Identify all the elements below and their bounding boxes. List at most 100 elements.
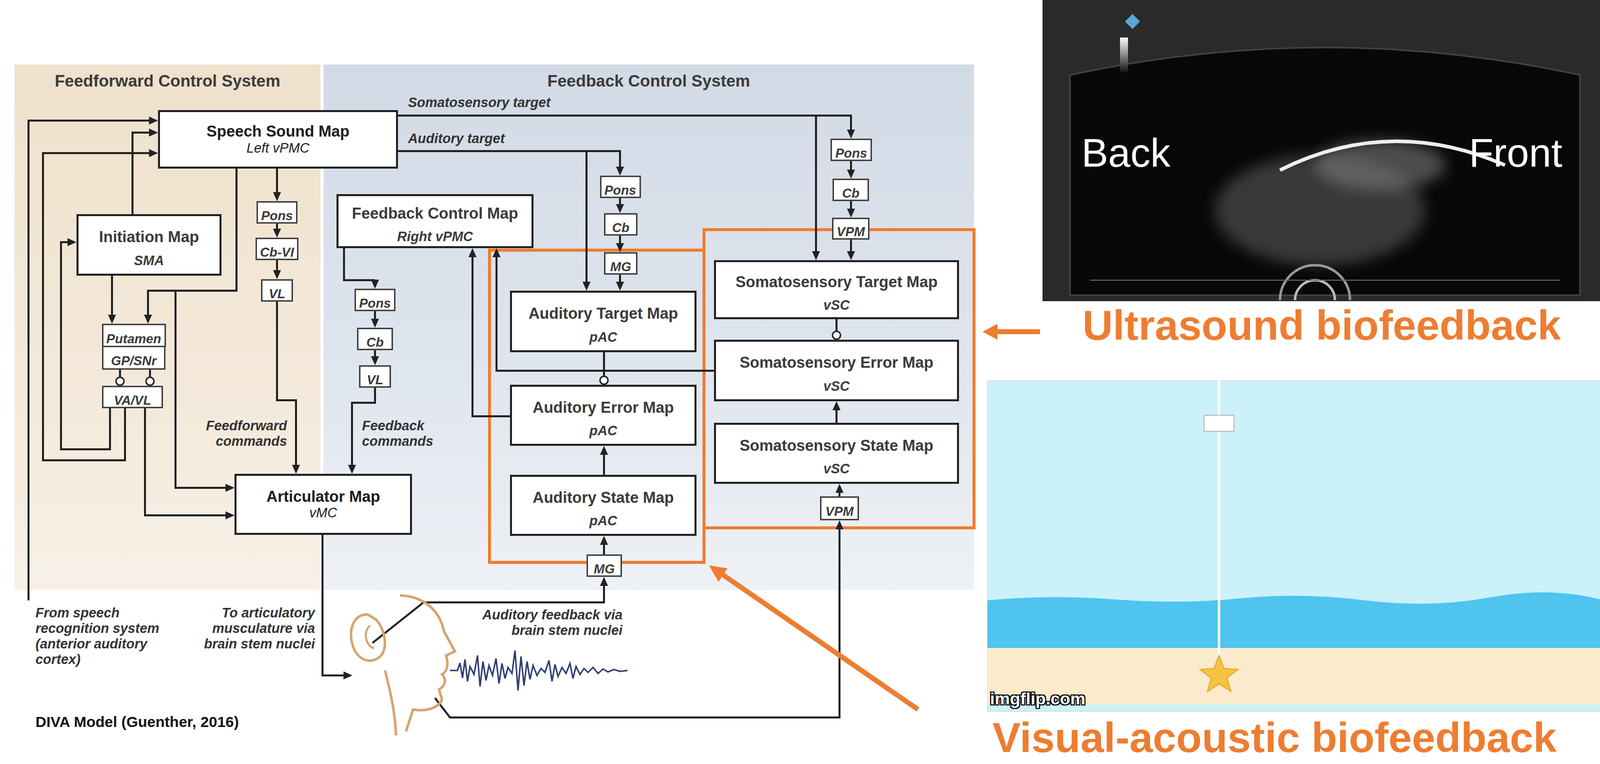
area-label: pAC [589, 513, 618, 529]
area-label: pAC [589, 329, 618, 345]
area-label: vSC [823, 378, 850, 394]
star-marker [1200, 655, 1238, 691]
connector-line [835, 410, 838, 423]
inhibitory-head [116, 377, 124, 385]
map-name: Pons [261, 208, 293, 224]
map-name: VPM [825, 504, 854, 519]
ultrasound-frame [1042, 0, 1600, 301]
feedback-note: Auditory feedback via brain stem nuclei [470, 607, 623, 638]
connector-line [374, 311, 376, 319]
area-label: vSC [823, 461, 850, 477]
connector-line [276, 223, 278, 229]
scale-line [1090, 279, 1560, 281]
area-label: Left vPMC [246, 140, 310, 156]
area-label: vMC [309, 505, 338, 521]
map-box: Auditory Error Map pAC [510, 384, 697, 446]
connector-line [603, 352, 605, 376]
map-name: VL [268, 286, 285, 302]
head-profile [400, 595, 455, 731]
nucleus-box: VL [261, 279, 293, 302]
map-name: Speech Sound Map [206, 122, 350, 141]
map-box: Auditory State Map pAC [510, 474, 697, 536]
neck-line [385, 670, 396, 735]
map-name: Auditory Target Map [528, 304, 678, 323]
edge-label: Feedforward commands [152, 418, 287, 449]
speech-waveform [450, 650, 628, 690]
game-water [987, 592, 1600, 648]
callout-arrow [997, 329, 1040, 334]
callout-arrow [723, 574, 918, 709]
output-note: To articulatory musculature via brain st… [199, 605, 315, 652]
map-box: Initiation MapSMA [76, 214, 222, 276]
ultrasound-fan [1070, 47, 1580, 295]
map-name: Pons [835, 146, 868, 161]
map-name: Cb-VI [260, 245, 294, 260]
connector-line [119, 369, 121, 377]
arrow-head [343, 671, 353, 679]
band-heading: Feedforward Control System [54, 71, 280, 91]
map-name: VL [366, 372, 383, 388]
map-name: Articulator Map [266, 487, 380, 506]
area-label: pAC [589, 423, 618, 439]
gray-scale-bar [1120, 37, 1128, 73]
connector-line [619, 235, 621, 243]
edge-label: Feedback commands [362, 418, 467, 449]
map-box: Articulator MapvMC [234, 473, 412, 535]
somatosensory-group-outline [704, 229, 974, 528]
nucleus-box: VPM [832, 217, 870, 240]
band-heading: Feedback Control System [547, 71, 750, 91]
connector-line [619, 198, 621, 204]
nucleus-box: Putamen [102, 323, 166, 347]
map-name: Initiation Map [99, 228, 199, 246]
nucleus-box: Cb [357, 327, 393, 350]
area-label: vSC [823, 297, 850, 313]
nucleus-box: Cb [604, 213, 638, 236]
nucleus-box: VPM [820, 496, 859, 520]
map-box: Feedback Control MapRight vPMC [336, 194, 534, 248]
map-name: Somatosensory State Map [739, 436, 934, 455]
inhibitory-head [146, 377, 154, 385]
connector-line [603, 454, 605, 475]
game-sky [987, 380, 1600, 711]
map-name: Auditory State Map [532, 488, 674, 507]
nucleus-box: Pons [354, 288, 396, 311]
nucleus-box: MG [604, 252, 638, 275]
nucleus-box: Pons [830, 138, 872, 161]
map-name: Pons [359, 296, 391, 311]
map-name: Cb [366, 335, 384, 350]
nucleus-box: Cb [832, 178, 869, 201]
map-name: Putamen [106, 331, 162, 347]
nucleus-box: MG [586, 554, 622, 577]
arrow-head [982, 323, 998, 340]
map-name: MG [594, 561, 615, 577]
map-name: MG [610, 259, 632, 275]
area-label: SMA [134, 253, 164, 269]
map-name: Somatosensory Target Map [735, 273, 938, 291]
probe-ring [1295, 280, 1335, 300]
map-name: Somatosensory Error Map [739, 353, 934, 372]
map-name: Cb [842, 186, 860, 201]
map-name: GP/SNr [111, 353, 157, 369]
source-note: From speech recognition system (anterior… [35, 605, 186, 667]
connector-line [276, 168, 278, 192]
connector-line [111, 275, 113, 315]
map-name: Feedback Control Map [352, 204, 518, 223]
connector-line [276, 260, 278, 270]
direction-label: Front [1469, 131, 1563, 175]
nucleus-box: VL [359, 365, 391, 388]
direction-label: Back [1081, 131, 1171, 175]
connector-line [838, 492, 841, 496]
inhibitory-head [600, 376, 608, 384]
map-name: Pons [604, 183, 637, 198]
watermark: imgflip.com [990, 689, 1086, 708]
target-tag [1204, 415, 1234, 431]
map-name: Cb [612, 220, 630, 236]
method-label: Ultrasound biofeedback [1082, 302, 1561, 348]
connector-line [149, 369, 151, 377]
inhibitory-head [832, 331, 841, 339]
connector-line [603, 544, 605, 554]
ear [351, 614, 385, 661]
map-name: Auditory Error Map [532, 398, 674, 417]
nucleus-box: GP/SNr [102, 345, 166, 370]
method-label: Visual-acoustic biofeedback [992, 714, 1557, 760]
